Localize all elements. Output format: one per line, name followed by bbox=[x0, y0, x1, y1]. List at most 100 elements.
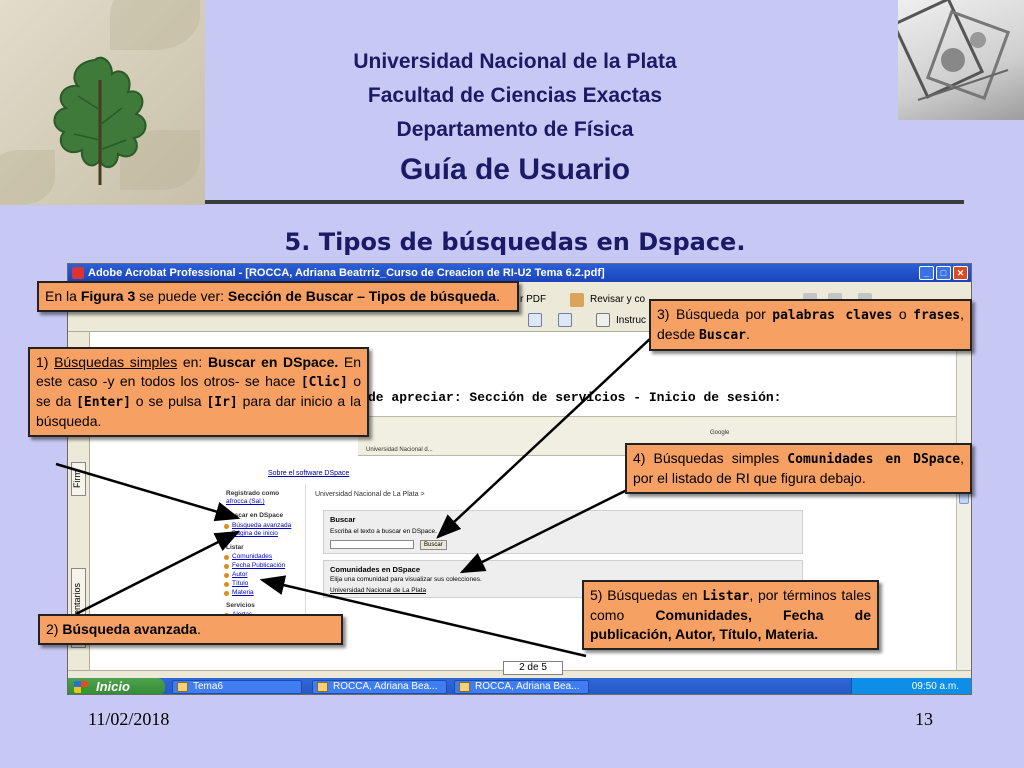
windows-taskbar: Inicio Tema6 ROCCA, Adriana Bea... ROCCA… bbox=[68, 678, 971, 694]
callout-text: o se da bbox=[36, 373, 361, 409]
taskbar-item[interactable]: ROCCA, Adriana Bea... bbox=[454, 680, 589, 694]
restore-button[interactable]: □ bbox=[936, 266, 951, 280]
callout-text: se puede ver: bbox=[135, 288, 228, 304]
callout-communities: 4) Búsquedas simples Comunidades en DSpa… bbox=[625, 443, 972, 494]
about-dspace-link[interactable]: Sobre el software DSpace bbox=[268, 470, 350, 477]
bullet-icon bbox=[224, 532, 229, 537]
callout-text: para dar inicio a la búsqueda. bbox=[36, 393, 361, 429]
taskbar-item[interactable]: Tema6 bbox=[172, 680, 302, 694]
callout-key: [Enter] bbox=[76, 395, 131, 410]
browser-tab-title[interactable]: Universidad Nacional d... bbox=[366, 447, 433, 453]
window-controls: _ □ ✕ bbox=[919, 266, 968, 280]
list-heading: Listar bbox=[226, 544, 244, 551]
callout-text: 3) Búsqueda por bbox=[657, 306, 773, 322]
search-panel-hint: Escriba el texto a buscar en DSpace. bbox=[330, 528, 437, 535]
callout-text: 4) Búsquedas simples bbox=[633, 450, 788, 466]
services-heading: Servicios bbox=[226, 602, 255, 609]
page-indicator[interactable]: 2 de 5 bbox=[503, 661, 563, 675]
callout-key: Listar bbox=[702, 589, 750, 604]
taskbar-item-label: ROCCA, Adriana Bea... bbox=[333, 681, 438, 692]
callout-advanced-search: 2) Búsqueda avanzada. bbox=[38, 614, 343, 645]
callout-key: [Clic] bbox=[300, 375, 348, 390]
callout-text: 1) bbox=[36, 354, 55, 370]
callout-text: . bbox=[196, 621, 201, 637]
university-name: Universidad Nacional de la Plata bbox=[353, 50, 677, 73]
section-title: 5. Tipos de búsquedas en Dspace. bbox=[284, 228, 746, 256]
callout-bold: Comunidades, Fecha de publicación, Autor… bbox=[590, 607, 871, 642]
close-button[interactable]: ✕ bbox=[953, 266, 968, 280]
communities-heading: Comunidades en DSpace bbox=[330, 565, 421, 574]
window-title: Adobe Acrobat Professional - [ROCCA, Adr… bbox=[88, 267, 605, 279]
faculty-name: Facultad de Ciencias Exactas bbox=[367, 84, 663, 107]
start-button[interactable]: Inicio bbox=[68, 678, 165, 694]
callout-text: . bbox=[746, 326, 750, 342]
google-search-box[interactable]: Google bbox=[710, 430, 730, 436]
acrobat-icon bbox=[72, 267, 84, 279]
callout-simple-search: 1) Búsquedas simples en: Buscar en DSpac… bbox=[28, 347, 369, 437]
search-input[interactable] bbox=[330, 540, 414, 549]
page-icon[interactable] bbox=[558, 313, 572, 327]
oak-leaf-icon bbox=[53, 56, 147, 185]
list-item-subject[interactable]: Materia bbox=[232, 589, 254, 596]
callout-list-search: 5) Búsquedas en Listar, por términos tal… bbox=[582, 580, 879, 650]
folder-icon bbox=[177, 682, 188, 692]
start-label: Inicio bbox=[96, 679, 130, 694]
clock: 09:50 a.m. bbox=[911, 681, 959, 692]
callout-text: En este caso -y en todos los otros- se h… bbox=[36, 354, 361, 389]
instructions-icon[interactable] bbox=[596, 313, 610, 327]
pdf-menu[interactable]: r PDF bbox=[520, 294, 547, 305]
taskbar-item-label: ROCCA, Adriana Bea... bbox=[475, 681, 580, 692]
callout-text: en: bbox=[177, 354, 208, 370]
search-panel-heading: Buscar bbox=[330, 515, 356, 524]
taskbar-item-label: Tema6 bbox=[193, 681, 224, 692]
minimize-button[interactable]: _ bbox=[919, 266, 934, 280]
vertical-scrollbar[interactable] bbox=[956, 332, 971, 670]
callout-keyword-search: 3) Búsqueda por palabras claves o frases… bbox=[649, 299, 972, 351]
communities-hint: Elija una comunidad para visualizar sus … bbox=[330, 576, 482, 583]
header-divider bbox=[205, 200, 964, 204]
system-tray: 09:50 a.m. bbox=[851, 678, 971, 694]
callout-text: , por términos tales como bbox=[590, 587, 871, 623]
callout-underlined: Búsquedas simples bbox=[54, 354, 178, 370]
review-menu[interactable]: Revisar y co bbox=[590, 294, 646, 305]
search-panel: Buscar Escriba el texto a buscar en DSpa… bbox=[323, 510, 803, 554]
callout-bold: Búsqueda avanzada bbox=[62, 621, 197, 637]
community-link[interactable]: Universidad Nacional de La Plata bbox=[330, 587, 427, 594]
bullet-icon bbox=[224, 591, 229, 596]
taskbar-item[interactable]: ROCCA, Adriana Bea... bbox=[312, 680, 447, 694]
leaf-logo bbox=[0, 0, 205, 205]
callout-key: palabras claves bbox=[772, 308, 893, 323]
callout-text: En la bbox=[45, 288, 81, 304]
page-title: Guía de Usuario bbox=[399, 153, 631, 186]
search-button[interactable]: Buscar bbox=[420, 540, 447, 550]
callout-key: [Ir] bbox=[206, 395, 238, 410]
dspace-sidebar: Registrado como afrocca (Sal.) Buscar en… bbox=[218, 484, 306, 634]
callout-figure-intro: En la Figura 3 se puede ver: Sección de … bbox=[37, 281, 519, 312]
callout-bold: Buscar en DSpace. bbox=[207, 354, 339, 370]
institution-photo bbox=[898, 0, 1024, 120]
instructions-menu[interactable]: Instruc bbox=[616, 315, 647, 326]
review-icon[interactable] bbox=[570, 293, 584, 307]
list-item-author[interactable]: Autor bbox=[232, 571, 248, 578]
list-item-title[interactable]: Título bbox=[232, 580, 249, 587]
page-icon[interactable] bbox=[528, 313, 542, 327]
callout-bold: Sección de Buscar – Tipos de búsqueda bbox=[227, 288, 497, 304]
advanced-search-link[interactable]: Búsqueda avanzada bbox=[232, 522, 292, 529]
callout-text: o bbox=[892, 306, 914, 322]
tab-signatures[interactable]: Firm bbox=[71, 462, 86, 496]
callout-text: o se pulsa bbox=[130, 393, 207, 409]
callout-text: 5) Búsquedas en bbox=[590, 587, 703, 603]
list-item-date[interactable]: Fecha Publicación bbox=[232, 562, 286, 569]
footer-page-number: 13 bbox=[915, 709, 933, 729]
list-item-communities[interactable]: Comunidades bbox=[232, 553, 273, 560]
callout-key: frases bbox=[913, 308, 961, 323]
registered-user[interactable]: afrocca (Sal.) bbox=[226, 498, 265, 505]
callout-text: , desde bbox=[657, 306, 964, 342]
windows-flag-icon bbox=[74, 681, 88, 693]
department-name: Departamento de Física bbox=[396, 118, 634, 141]
callout-key: Buscar bbox=[699, 328, 747, 343]
document-icon bbox=[459, 682, 470, 692]
home-link[interactable]: Página de inicio bbox=[232, 530, 278, 537]
callout-text: , por el listado de RI que figura debajo… bbox=[633, 450, 964, 486]
callout-bold: Figura 3 bbox=[80, 288, 136, 304]
